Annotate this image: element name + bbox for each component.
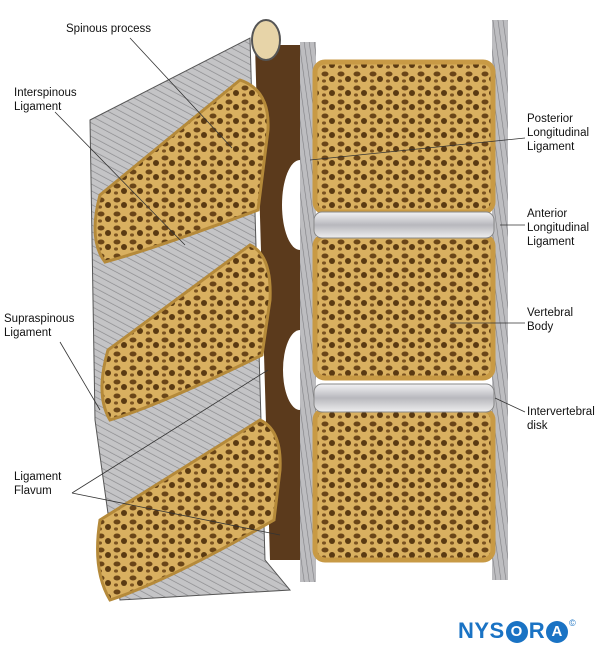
vertebral-bodies	[312, 59, 496, 563]
copyright-mark: ©	[569, 618, 577, 628]
logo-ring-letter: O	[505, 621, 528, 643]
intervertebral-disk-2	[313, 383, 495, 413]
posterior-longitudinal-ligament-band	[300, 42, 316, 582]
spinous-process-2	[100, 243, 272, 422]
anterior-longitudinal-ligament-band	[492, 20, 508, 580]
leader-lines	[54, 37, 526, 536]
vertebral-body-3	[312, 407, 496, 563]
intervertebral-disk-1	[313, 211, 495, 239]
label-intervertebral-disk: Intervertebral disk	[527, 406, 595, 432]
cut-ligament-end	[251, 19, 281, 61]
label-interspinous-ligament: Interspinous Ligament	[14, 87, 77, 113]
logo-ring-letter-2: A	[546, 621, 569, 643]
spinous-process-1	[93, 78, 270, 264]
logo-text-2: R	[528, 618, 546, 643]
vertebral-body-2	[312, 233, 496, 381]
spinous-process-3	[96, 418, 282, 602]
intervertebral-disks	[313, 211, 495, 413]
label-vertebral-body: Vertebral Body	[527, 307, 574, 333]
label-anterior-longitudinal-ligament: Anterior Longitudinal Ligament	[527, 208, 590, 248]
vertebral-body-1	[312, 59, 496, 215]
label-supraspinous-ligament: Supraspinous Ligament	[4, 313, 75, 339]
label-spinous-process: Spinous process	[66, 23, 152, 35]
logo-text-1: NYS	[458, 618, 505, 643]
label-ligament-flavum: Ligament Flavum	[14, 471, 62, 497]
spinous-processes	[93, 78, 282, 602]
label-posterior-longitudinal-ligament: Posterior Longitudinal Ligament	[527, 113, 590, 153]
